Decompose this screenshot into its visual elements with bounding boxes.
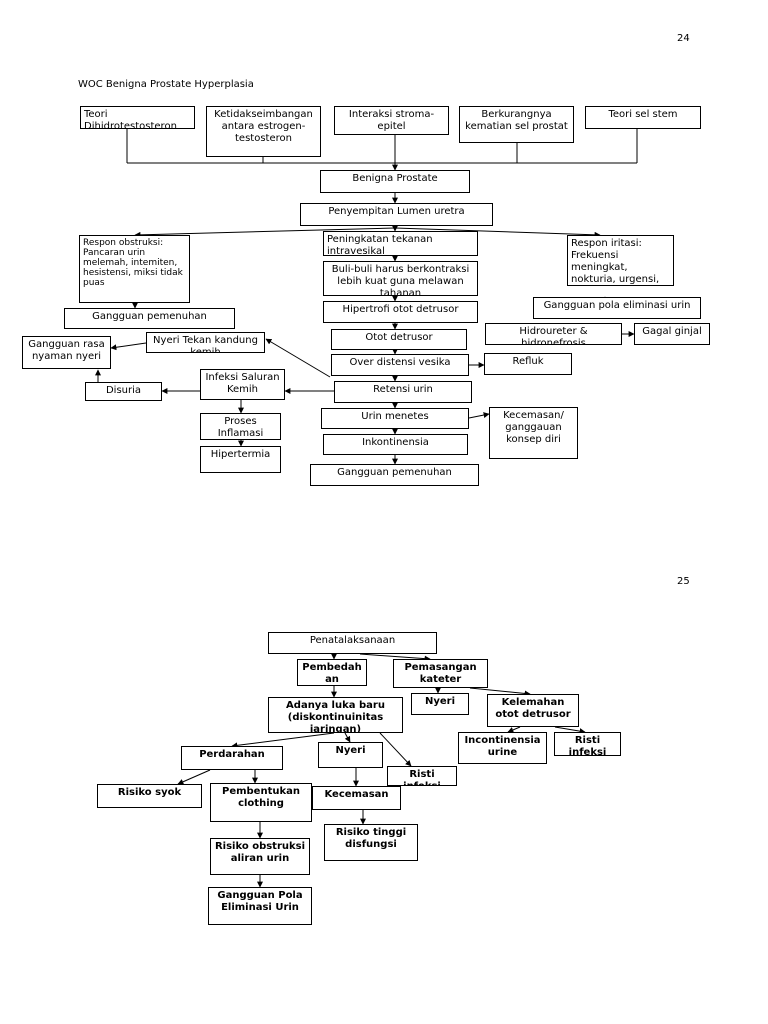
node-benigna-prostate: Benigna Prostate [320, 170, 470, 193]
node-interaksi-stroma: Interaksi stroma-epitel [334, 106, 449, 135]
node-retensi-urin: Retensi urin [334, 381, 472, 403]
node-gangguan-pemenuhan-1: Gangguan pemenuhan [64, 308, 235, 329]
node-teori-dihidrotestosteron: Teori Dihidrotestosteron [80, 106, 195, 129]
node-risiko-syok: Risiko syok [97, 784, 202, 808]
node-kecemasan-konsep-diri: Kecemasan/ ganggauan konsep diri [489, 407, 578, 459]
page-number-25: 25 [677, 576, 690, 587]
node-perdarahan: Perdarahan [181, 746, 283, 770]
node-berkurangnya-kematian-sel: Berkurangnya kematian sel prostat [459, 106, 574, 143]
node-hipertrofi-otot-detrusor: Hipertrofi otot detrusor [323, 301, 478, 323]
node-risiko-tinggi-disfungsi: Risiko tinggi disfungsi [324, 824, 418, 861]
node-pembedahan: Pembedahan [297, 659, 367, 686]
node-inkontinensia: Inkontinensia [323, 434, 468, 455]
node-risti-infeksi: Risti infeksi [387, 766, 457, 786]
node-disuria: Disuria [85, 382, 162, 401]
node-hidroureter: Hidroureter & hidronefrosis [485, 323, 622, 345]
node-adanya-luka-baru: Adanya luka baru (diskontinuinitas jarin… [268, 697, 403, 733]
node-nyeri-tekan: Nyeri Tekan kandung kemih [146, 332, 265, 353]
node-pembentukan-clothing: Pembentukan clothing [210, 783, 312, 822]
node-kelemahan-otot-detrusor: Kelemahan otot detrusor [487, 694, 579, 727]
page-number-24: 24 [677, 33, 690, 44]
node-teori-sel-stem: Teori sel stem [585, 106, 701, 129]
node-urin-menetes: Urin menetes [321, 408, 469, 429]
node-gangguan-pola-eliminasi-urin: Gangguan Pola Eliminasi Urin [208, 887, 312, 925]
node-pemasangan-kateter: Pemasangan kateter [393, 659, 488, 688]
node-penatalaksanaan: Penatalaksanaan [268, 632, 437, 654]
node-otot-detrusor: Otot detrusor [331, 329, 467, 350]
node-respon-iritasi: Respon iritasi: Frekuensi meningkat, nok… [567, 235, 674, 286]
node-nyeri: Nyeri [318, 742, 383, 768]
node-peningkatan-tekanan: Peningkatan tekanan intravesikal [323, 231, 478, 256]
node-infeksi-saluran-kemih: Infeksi Saluran Kemih [200, 369, 285, 400]
node-refluk: Refluk [484, 353, 572, 375]
node-kecemasan: Kecemasan [312, 786, 401, 810]
node-gagal-ginjal: Gagal ginjal [634, 323, 710, 345]
node-gangguan-rasa-nyaman: Gangguan rasa nyaman nyeri [22, 336, 111, 369]
node-nyeri-kateter: Nyeri [411, 693, 469, 715]
node-gangguan-pola-eliminasi: Gangguan pola eliminasi urin [533, 297, 701, 319]
node-ketidakseimbangan: Ketidakseimbangan antara estrogen-testos… [206, 106, 321, 157]
node-hipertermia: Hipertermia [200, 446, 281, 473]
node-buli-buli: Buli-buli harus berkontraksi lebih kuat … [323, 261, 478, 296]
node-respon-obstruksi: Respon obstruksi: Pancaran urin melemah,… [79, 235, 190, 303]
node-gangguan-pemenuhan-2: Gangguan pemenuhan [310, 464, 479, 486]
node-risiko-obstruksi: Risiko obstruksi aliran urin [210, 838, 310, 875]
node-over-distensi: Over distensi vesika [331, 354, 469, 376]
node-incontinensia-urine: Incontinensia urine [458, 732, 547, 764]
node-proses-inflamasi: Proses Inflamasi [200, 413, 281, 440]
diagram-title: WOC Benigna Prostate Hyperplasia [78, 79, 254, 90]
node-risti-infeksi-kateter: Risti infeksi [554, 732, 621, 756]
node-penyempitan-lumen: Penyempitan Lumen uretra [300, 203, 493, 226]
